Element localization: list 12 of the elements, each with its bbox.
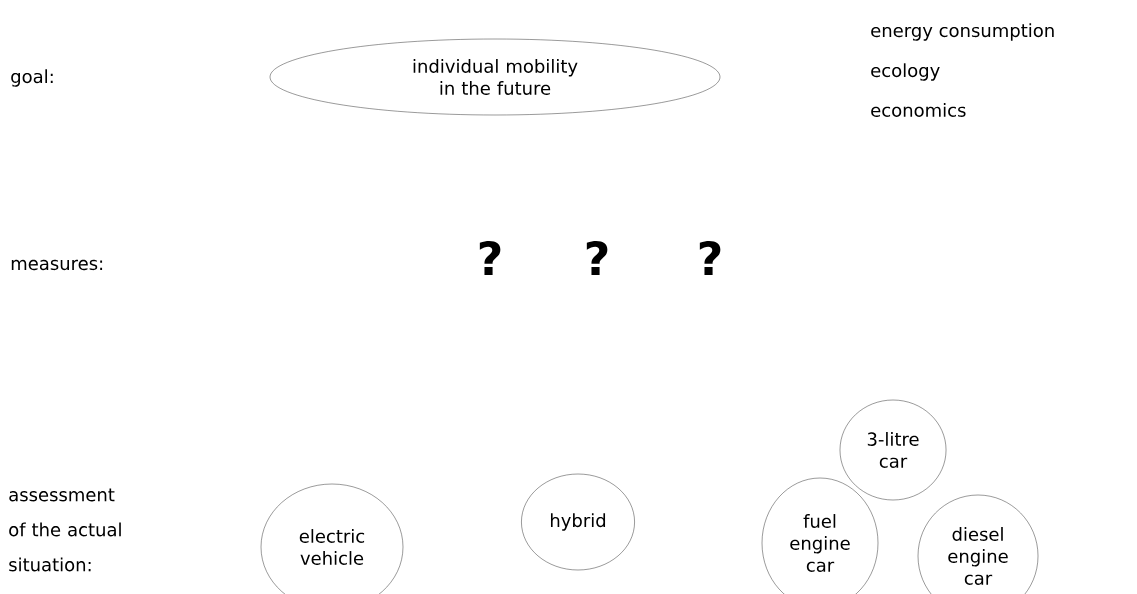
question-mark: ? [479, 240, 501, 276]
row-label: goal: [11, 69, 53, 87]
question-mark: ? [586, 240, 608, 276]
ellipse-node: individual mobility in the future [269, 38, 721, 116]
question-mark: ? [699, 240, 721, 276]
row-label: assessment of the actual situation: [9, 488, 121, 572]
criterion-label: economics [871, 103, 966, 117]
criterion-label: ecology [871, 63, 940, 81]
circle-node: 3-litre car [839, 399, 947, 501]
row-label: measures: [11, 259, 103, 271]
circle-node: hybrid [521, 473, 635, 571]
criterion-label: energy consumption [871, 23, 1054, 41]
